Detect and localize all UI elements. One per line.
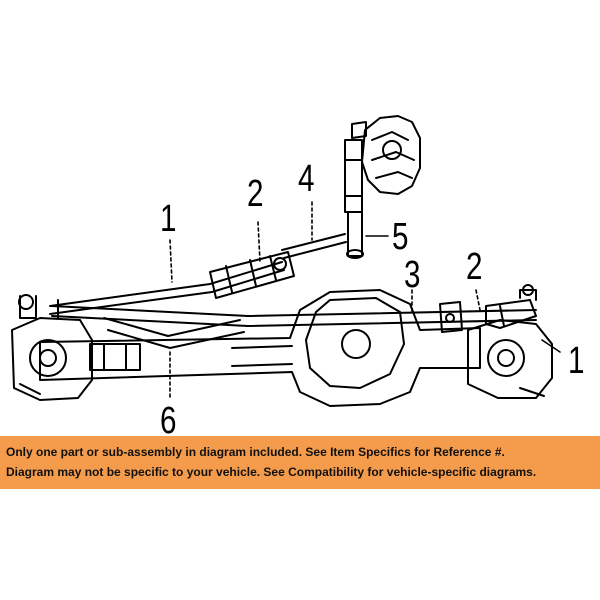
- track-bar: [103, 317, 245, 349]
- axle-housing: [39, 289, 481, 407]
- callout-3: 3: [404, 254, 421, 296]
- callout-5: 5: [392, 216, 409, 258]
- disclaimer-line-2: Diagram may not be specific to your vehi…: [6, 465, 537, 479]
- callout-1-right: 1: [568, 340, 585, 382]
- callout-2-right: 2: [466, 246, 483, 288]
- callout-4: 4: [298, 158, 315, 200]
- callout-1-left: 1: [160, 198, 177, 240]
- right-knuckle: [467, 319, 553, 399]
- left-knuckle: [11, 294, 93, 401]
- leader-lines: [169, 201, 481, 399]
- pitman-arm: [344, 139, 364, 259]
- disclaimer-banner: Only one part or sub-assembly in diagram…: [0, 436, 600, 489]
- tie-rod: [51, 301, 537, 333]
- callout-6: 6: [160, 400, 177, 442]
- drag-link: [49, 261, 285, 319]
- disclaimer-line-1: Only one part or sub-assembly in diagram…: [6, 445, 505, 459]
- adjuster-sleeve-left: [209, 251, 295, 299]
- steering-damper: [281, 233, 347, 259]
- callout-2-left: 2: [247, 173, 264, 215]
- steering-gear-box: [351, 115, 421, 195]
